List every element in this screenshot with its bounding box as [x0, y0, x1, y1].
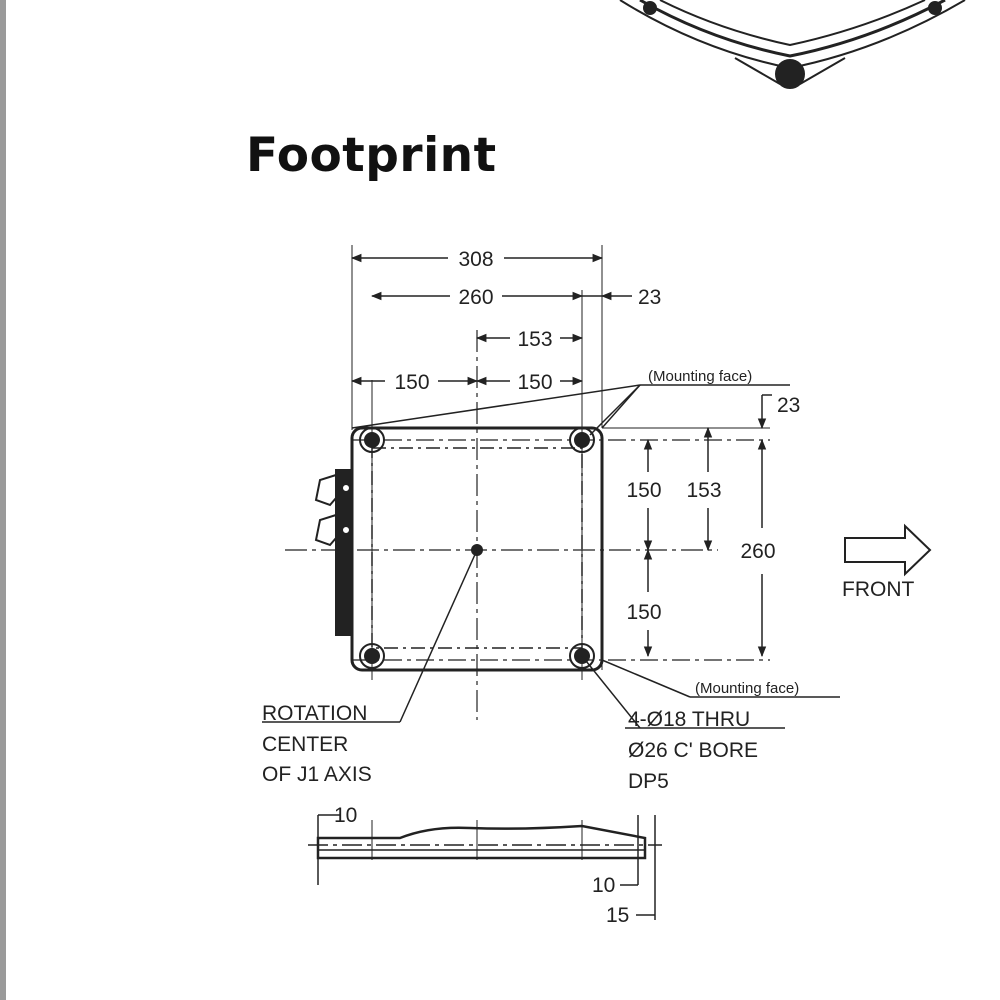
rotation-center-label-line1: ROTATION	[262, 702, 367, 725]
dim-side-depth-2: 15	[606, 904, 629, 927]
dim-center-offset: 153	[517, 328, 552, 351]
dim-half-top: 150	[626, 479, 661, 502]
page-title: Footprint	[246, 128, 497, 183]
footprint-plan-view	[285, 245, 770, 720]
page-frame-edge	[0, 0, 6, 1000]
rotation-center-label-line3: OF J1 AXIS	[262, 763, 372, 786]
front-label: FRONT	[842, 578, 914, 601]
robot-base-partial	[619, 0, 966, 89]
dim-half-bottom: 150	[626, 601, 661, 624]
dimension-lines-horizontal	[350, 253, 632, 386]
rotation-center-label-line2: CENTER	[262, 733, 348, 756]
dim-overall-width: 308	[458, 248, 493, 271]
dim-half-right: 150	[517, 371, 552, 394]
dim-hole-spacing-y: 260	[740, 540, 775, 563]
leader-lines	[262, 384, 840, 729]
mounting-hole-top-right	[569, 427, 595, 453]
mounting-face-label-top: (Mounting face)	[648, 368, 752, 385]
dim-right-offset: 23	[638, 286, 661, 309]
side-view	[308, 814, 662, 920]
hole-spec-line3: DP5	[628, 770, 669, 793]
dim-top-offset: 23	[777, 394, 800, 417]
connector-block	[314, 469, 353, 636]
dim-side-depth-1: 10	[592, 874, 615, 897]
dim-half-left: 150	[394, 371, 429, 394]
dim-side-thickness: 10	[334, 804, 357, 827]
mounting-face-label-bottom: (Mounting face)	[695, 680, 799, 697]
dim-center-offset-vertical: 153	[686, 479, 721, 502]
hole-spec-line1: 4-Ø18 THRU	[628, 708, 750, 731]
hole-spec-line2: Ø26 C' BORE	[628, 739, 758, 762]
dimension-lines-vertical	[643, 394, 772, 658]
front-arrow-icon	[844, 523, 932, 577]
mounting-hole-bottom-left	[359, 643, 385, 669]
mounting-hole-top-left	[359, 427, 385, 453]
dim-hole-spacing-x: 260	[458, 286, 493, 309]
